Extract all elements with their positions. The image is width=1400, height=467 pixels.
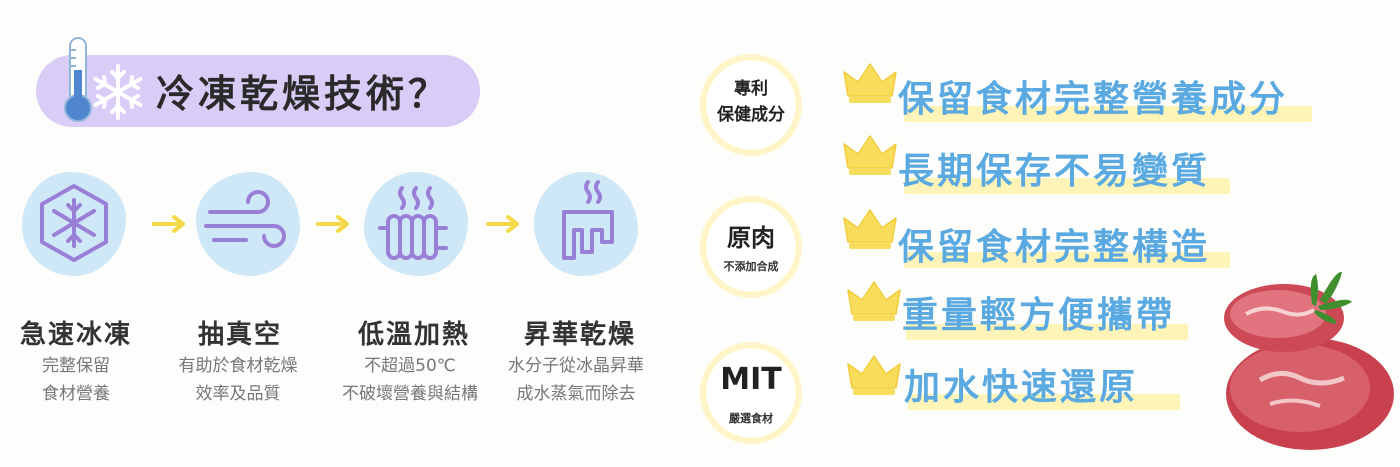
feature-1: 保留食材完整營養成分	[898, 79, 1289, 120]
feature-2: 長期保存不易變質	[898, 151, 1211, 192]
raw-meat-badge-title: 原肉	[727, 224, 775, 252]
snowflake-hexagon-icon	[40, 184, 108, 262]
feature-4: 重量輕方便攜帶	[902, 295, 1176, 336]
step-2-desc: 有助於食材乾燥 效率及品質	[148, 352, 328, 408]
thermometer-icon	[64, 37, 92, 122]
step-1-desc-line2: 食材營養	[42, 384, 110, 404]
step-3-desc-line1: 不超過50℃	[364, 356, 456, 376]
feature-5: 加水快速還原	[904, 367, 1139, 408]
arrow-right-icon	[486, 215, 519, 233]
title-banner	[36, 55, 480, 127]
step-2-title: 抽真空	[197, 320, 282, 350]
steam-sublimation-icon	[562, 180, 614, 260]
patent-badge-line1: 專利	[734, 79, 768, 99]
raw-meat-badge-sub: 不添加合成	[723, 260, 779, 273]
step-4-desc: 水分子從冰晶昇華 成水蒸氣而除去	[486, 352, 666, 408]
step-2-desc-line2: 效率及品質	[195, 384, 281, 404]
page-title: 冷凍乾燥技術？	[156, 72, 451, 116]
mit-badge	[700, 342, 802, 444]
snowflake-icon	[93, 64, 143, 120]
step-4-title: 昇華乾燥	[523, 320, 636, 350]
step-4-desc-line1: 水分子從冰晶昇華	[508, 356, 644, 376]
arrow-right-icon	[316, 215, 349, 233]
feature-underline	[906, 324, 1188, 340]
raw-meat-image	[1224, 271, 1394, 450]
raw-meat-badge	[700, 196, 802, 298]
step-1-desc: 完整保留 食材營養	[0, 352, 166, 408]
step-1-desc-line1: 完整保留	[42, 356, 110, 376]
feature-underline	[904, 252, 1230, 268]
step-3-desc-line2: 不破壞營養與結構	[342, 384, 478, 404]
step-2-desc-line1: 有助於食材乾燥	[178, 356, 298, 376]
patent-badge	[700, 54, 802, 156]
crown-icon	[847, 355, 901, 395]
crown-icon	[843, 63, 897, 103]
feature-3: 保留食材完整構造	[898, 227, 1211, 268]
crown-icon	[843, 209, 897, 249]
step-1-title: 急速冰凍	[19, 320, 132, 350]
feature-underline	[908, 394, 1180, 410]
patent-badge-text: 專利 保健成分	[700, 76, 802, 128]
step-3-title: 低溫加熱	[357, 320, 470, 350]
patent-badge-line2: 保健成分	[717, 105, 785, 125]
feature-underline	[904, 106, 1312, 122]
arrow-right-icon	[152, 215, 185, 233]
heater-icon	[378, 186, 448, 260]
wind-icon	[204, 190, 286, 248]
crown-icon	[847, 281, 901, 321]
mit-badge-sub: 嚴選食材	[729, 412, 773, 425]
step-3-desc: 不超過50℃ 不破壞營養與結構	[320, 352, 500, 408]
feature-underline	[904, 178, 1230, 194]
mit-badge-title: MIT	[720, 362, 782, 397]
step-4-desc-line2: 成水蒸氣而除去	[516, 384, 636, 404]
crown-icon	[843, 135, 897, 175]
